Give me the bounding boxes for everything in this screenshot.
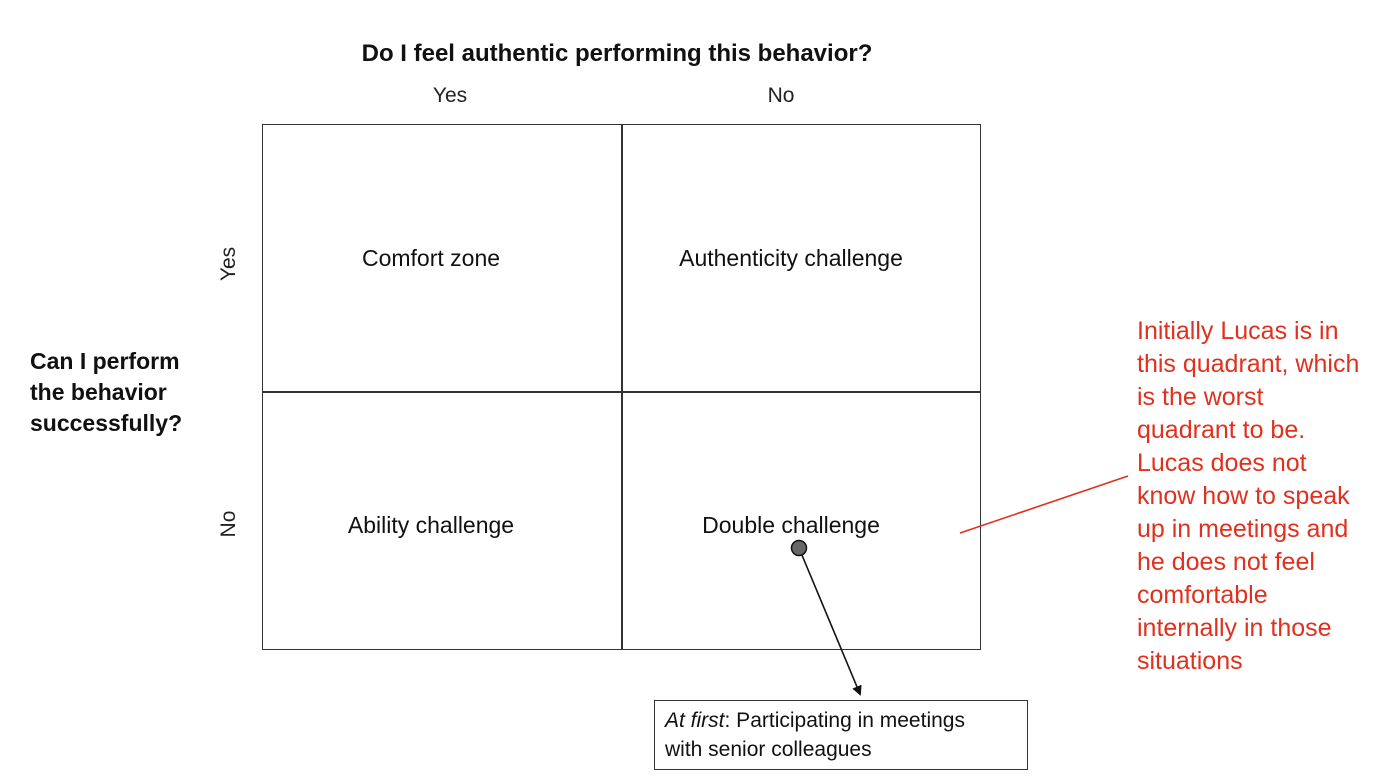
at-first-callout: At first: Participating in meetings with… bbox=[654, 700, 1028, 770]
column-label-yes: Yes bbox=[432, 84, 468, 107]
side-question-line-3: successfully? bbox=[30, 410, 183, 436]
grid-horizontal-divider bbox=[262, 391, 981, 393]
side-question: Can I perform the behavior successfully? bbox=[30, 346, 182, 439]
grid-vertical-divider bbox=[621, 124, 623, 650]
side-question-line-2: the behavior bbox=[30, 379, 167, 405]
side-question-line-1: Can I perform bbox=[30, 348, 180, 374]
at-first-rest: : Participating in meetings bbox=[724, 709, 965, 732]
lucas-annotation: Initially Lucas is in this quadrant, whi… bbox=[1137, 317, 1360, 675]
quadrant-authenticity-challenge: Authenticity challenge bbox=[679, 245, 903, 271]
row-label-yes: Yes bbox=[217, 246, 240, 282]
quadrant-double-challenge: Double challenge bbox=[702, 512, 880, 538]
at-first-lead: At first bbox=[665, 709, 725, 732]
quadrant-comfort-zone: Comfort zone bbox=[361, 245, 501, 271]
top-question: Do I feel authentic performing this beha… bbox=[361, 40, 873, 67]
quadrant-ability-challenge: Ability challenge bbox=[347, 512, 515, 538]
row-label-no: No bbox=[217, 510, 240, 538]
at-first-line-2: with senior colleagues bbox=[665, 738, 872, 761]
at-first-line-1: At first: Participating in meetings bbox=[665, 706, 1017, 735]
column-label-no: No bbox=[767, 84, 795, 107]
annotation-leader-line bbox=[959, 475, 1129, 534]
